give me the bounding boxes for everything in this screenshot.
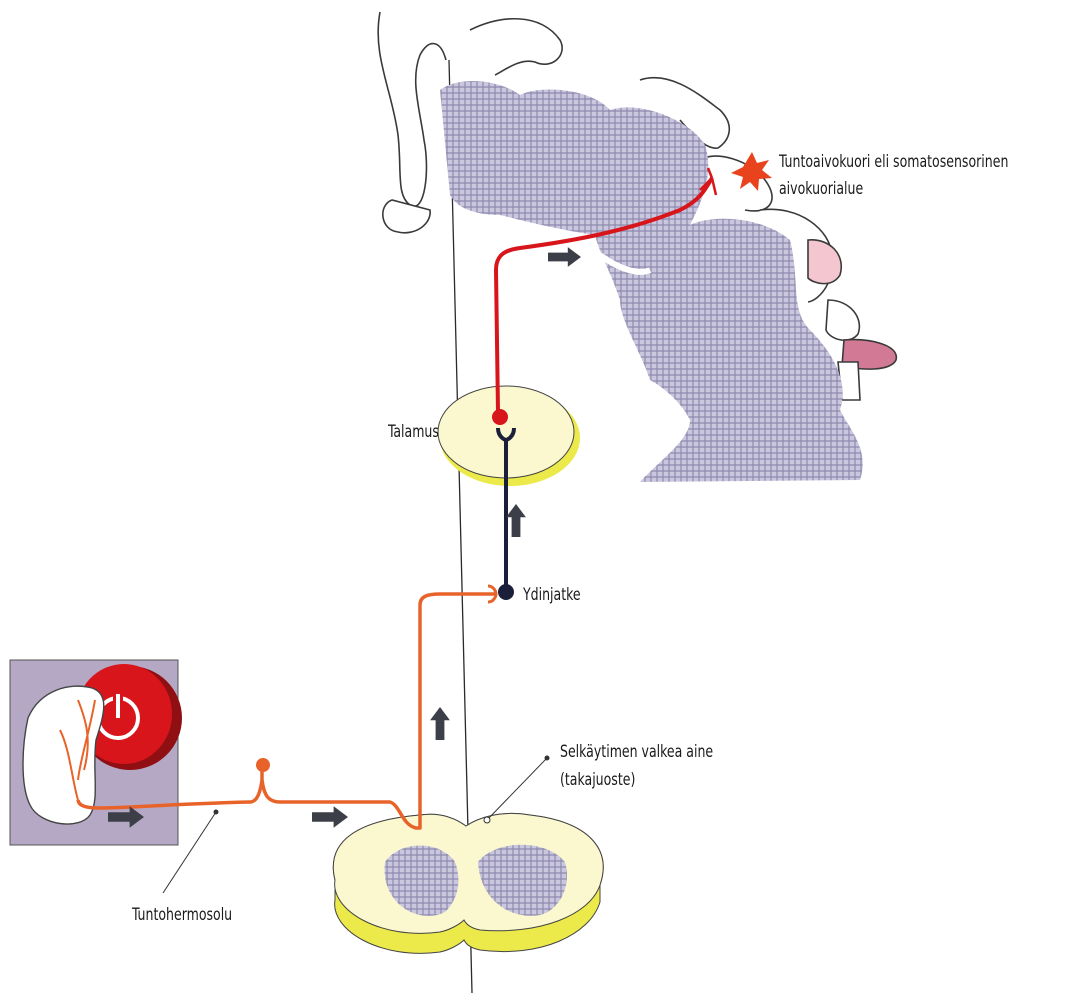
thalamus-neuron-body xyxy=(492,409,508,425)
sensory-neuron-label: Tuntohermosolu xyxy=(132,905,232,926)
leader-line-white-matter xyxy=(487,758,547,820)
touch-stimulus-panel xyxy=(10,660,182,845)
medulla-label: Ydinjatke xyxy=(523,585,581,606)
spinal-cord xyxy=(333,813,603,953)
finger xyxy=(23,686,104,824)
medulla-neuron-body xyxy=(498,584,514,600)
ganglion-cell-body xyxy=(256,758,270,772)
arrow-icon xyxy=(548,247,581,267)
thalamus-label: Talamus xyxy=(388,422,439,443)
arrow-icon xyxy=(312,806,348,828)
white-matter-label-line2: (takajuoste) xyxy=(560,770,635,791)
arrow-icon xyxy=(430,707,450,740)
cortex-label-line1: Tuntoaivokuori eli somatosensorinen xyxy=(779,152,1008,173)
white-matter-label-line1: Selkäytimen valkea aine xyxy=(560,742,713,763)
cortex-label-line2: aivokuorialue xyxy=(779,179,863,200)
arrow-icon xyxy=(506,504,526,537)
